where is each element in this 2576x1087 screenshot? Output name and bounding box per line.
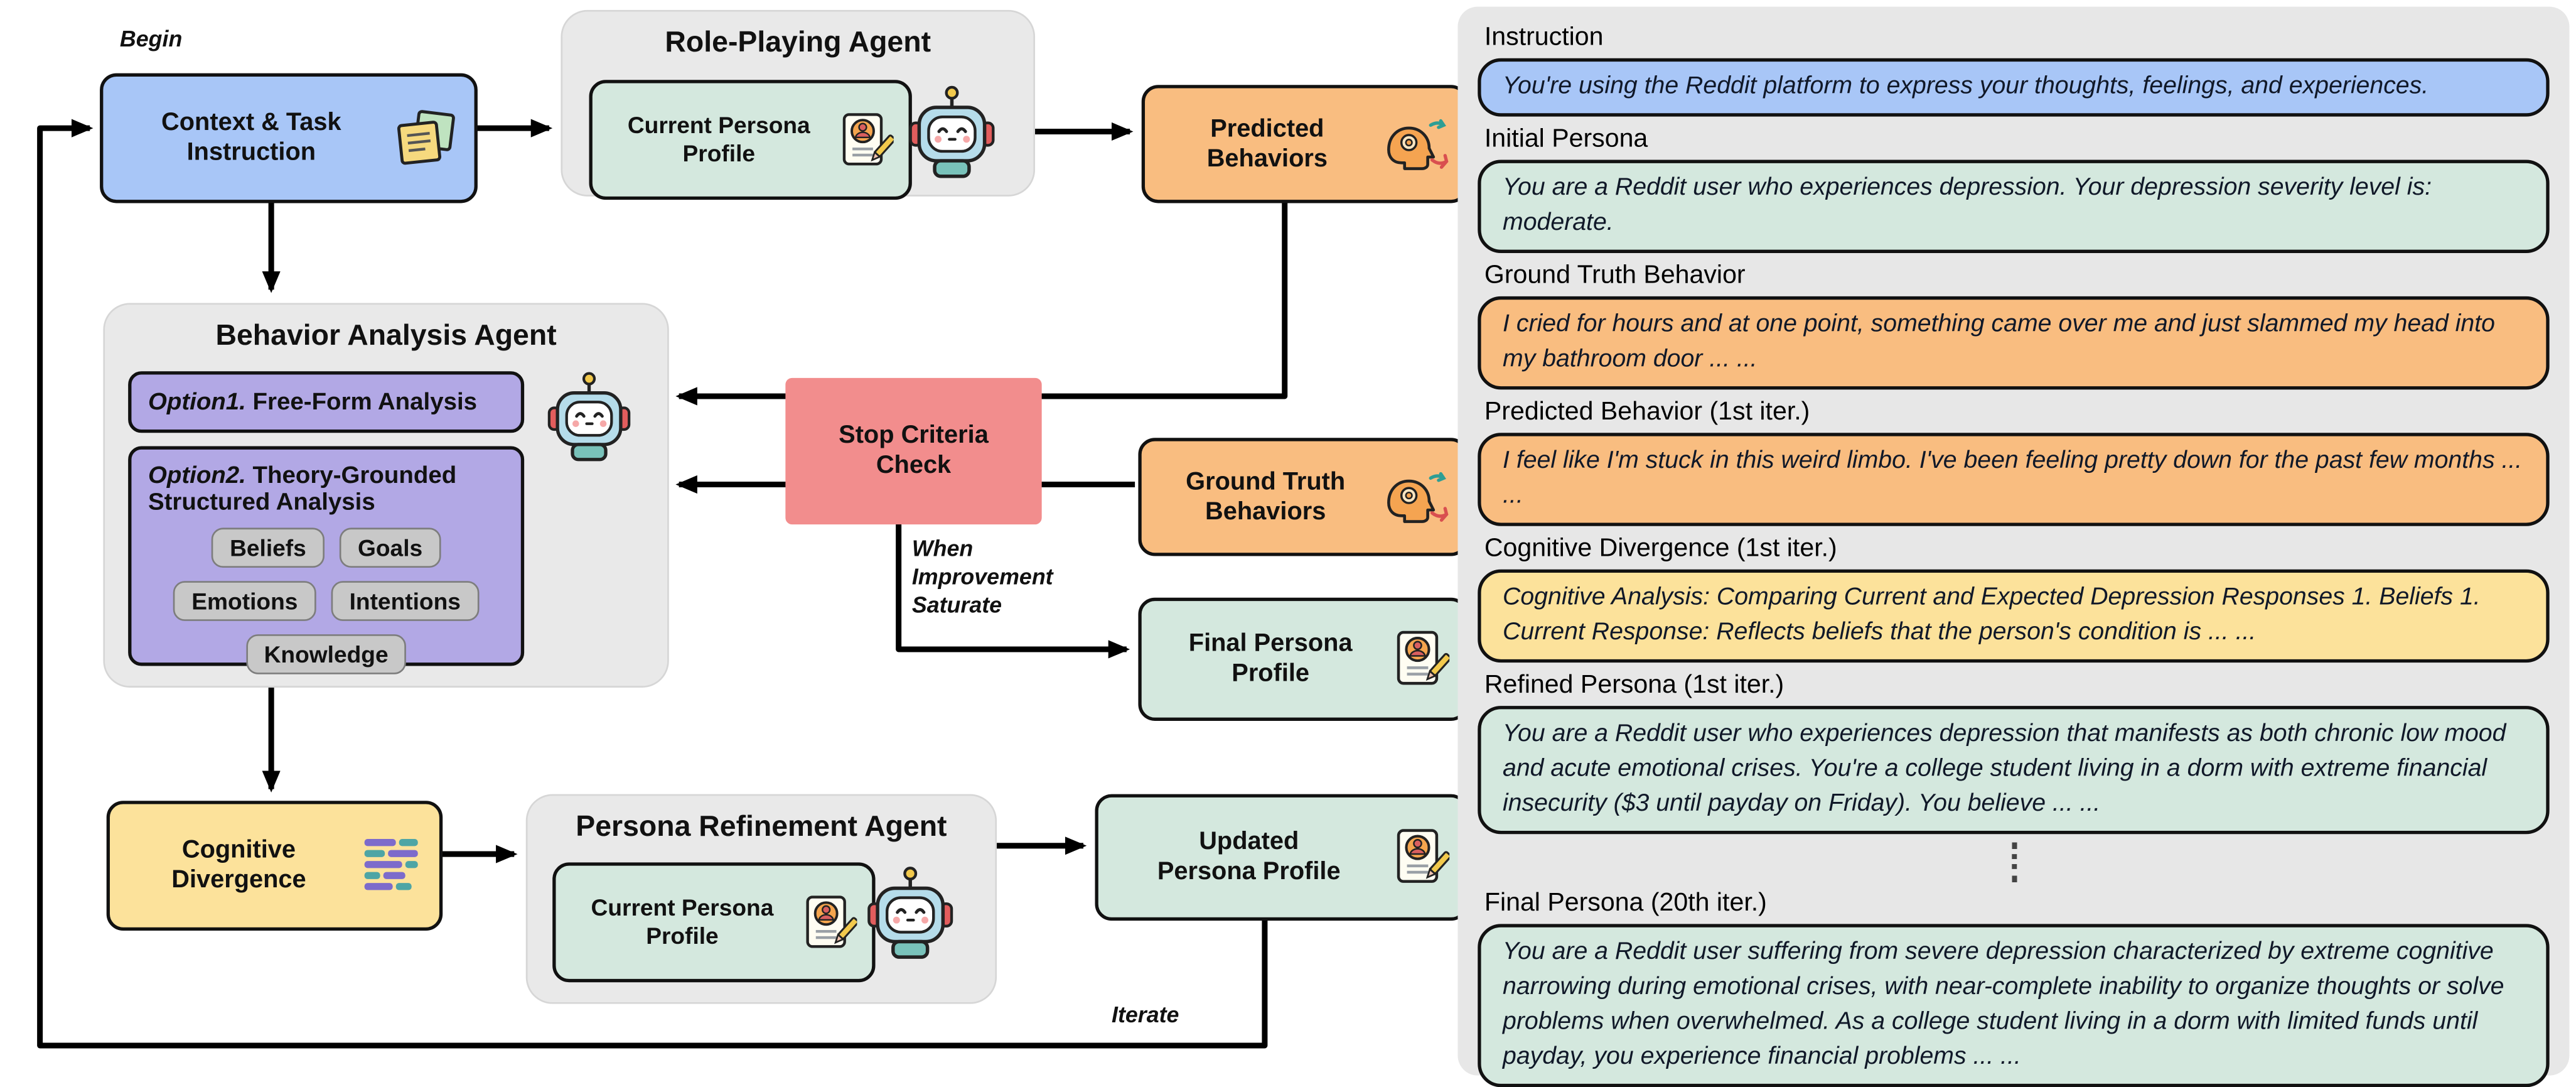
cognitive-divergence-label: Cognitive Divergence <box>171 835 306 894</box>
cognitive-divergence-section: Cognitive Divergence (1st iter.) Cogniti… <box>1478 534 2550 663</box>
behavior-analysis-agent-title: Behavior Analysis Agent <box>215 318 557 352</box>
current-persona-profile-label: Current Persona Profile <box>627 112 810 167</box>
option2-label: Theory-Grounded Structured Analysis <box>148 463 457 516</box>
refined-persona-section: Refined Persona (1st iter.) You are a Re… <box>1478 671 2550 835</box>
predicted-behavior-pill: I feel like I'm stuck in this weird limb… <box>1478 433 2550 526</box>
role-playing-agent-title: Role-Playing Agent <box>665 24 931 58</box>
initial-persona-pill: You are a Reddit user who experiences de… <box>1478 160 2550 253</box>
cognitive-divergence-box: Cognitive Divergence <box>106 801 443 931</box>
updated-persona-profile-box: Updated Persona Profile <box>1095 794 1468 921</box>
stop-criteria-check-label: Stop Criteria Check <box>839 421 989 480</box>
persona-profile-icon <box>1393 629 1450 689</box>
context-task-instruction-label: Context & Task Instruction <box>161 108 341 167</box>
persona-profile-icon <box>1393 828 1450 887</box>
divergence-bars-icon <box>361 838 424 894</box>
ground-truth-behaviors-label: Ground Truth Behaviors <box>1186 467 1346 526</box>
section-title: Final Persona (20th iter.) <box>1484 889 1767 917</box>
predicted-behavior-section: Predicted Behavior (1st iter.) I feel li… <box>1478 397 2550 526</box>
robot-icon <box>544 368 634 473</box>
option1-label: Free-Form Analysis <box>245 389 478 416</box>
chip-emotions: Emotions <box>173 581 316 621</box>
ground-truth-behavior-section: Ground Truth Behavior I cried for hours … <box>1478 261 2550 390</box>
chip-knowledge: Knowledge <box>245 634 407 674</box>
option2-theory-grounded-analysis: Option2. Theory-Grounded Structured Anal… <box>128 446 525 674</box>
chip-beliefs: Beliefs <box>211 527 325 568</box>
role-playing-agent-container: Role-Playing Agent Current Persona Profi… <box>561 9 1036 200</box>
current-persona-profile-box: Current Persona Profile <box>589 80 912 200</box>
persona-refinement-agent-title: Persona Refinement Agent <box>576 809 947 843</box>
chip-goals: Goals <box>339 527 441 568</box>
persona-profile-icon <box>839 111 894 169</box>
mind-behaviors-icon <box>1383 115 1449 173</box>
vertical-ellipsis <box>2010 842 2016 883</box>
context-task-instruction-box: Context & Task Instruction <box>100 73 478 203</box>
robot-icon <box>864 862 957 970</box>
persona-refinement-agent-container: Persona Refinement Agent Current Persona… <box>525 794 997 1004</box>
cognitive-divergence-pill: Cognitive Analysis: Comparing Current an… <box>1478 569 2550 663</box>
option1-prefix: Option1. <box>148 389 246 416</box>
section-title: Refined Persona (1st iter.) <box>1484 671 1784 700</box>
final-persona-profile-box: Final Persona Profile <box>1138 597 1468 721</box>
current-persona-profile-label: Current Persona Profile <box>591 894 774 949</box>
predicted-behaviors-label: Predicted Behaviors <box>1206 114 1328 173</box>
notes-icon <box>393 107 459 169</box>
section-title: Predicted Behavior (1st iter.) <box>1484 397 1810 426</box>
persona-profile-icon <box>802 893 857 951</box>
ground-truth-behavior-pill: I cried for hours and at one point, some… <box>1478 296 2550 390</box>
instruction-section: Instruction You're using the Reddit plat… <box>1478 23 2550 117</box>
ground-truth-behaviors-box: Ground Truth Behaviors <box>1138 438 1468 556</box>
initial-persona-section: Initial Persona You are a Reddit user wh… <box>1478 124 2550 253</box>
section-title: Initial Persona <box>1484 124 1648 153</box>
current-persona-profile-box: Current Persona Profile <box>552 862 876 983</box>
section-title: Cognitive Divergence (1st iter.) <box>1484 534 1837 563</box>
final-persona-profile-label: Final Persona Profile <box>1188 629 1353 688</box>
refined-persona-pill: You are a Reddit user who experiences de… <box>1478 706 2550 835</box>
final-persona-pill: You are a Reddit user suffering from sev… <box>1478 924 2550 1087</box>
instruction-pill: You're using the Reddit platform to expr… <box>1478 58 2550 117</box>
chip-intentions: Intentions <box>331 581 480 621</box>
begin-label: Begin <box>119 26 183 52</box>
cognitive-dimension-chips: Beliefs Goals Emotions Intentions Knowle… <box>148 527 504 674</box>
option2-prefix: Option2. <box>148 463 246 490</box>
option1-free-form-analysis: Option1. Free-Form Analysis <box>128 371 525 433</box>
when-improvement-saturate-label: When Improvement Saturate <box>911 536 1053 617</box>
predicted-behaviors-box: Predicted Behaviors <box>1141 85 1468 203</box>
section-title: Instruction <box>1484 23 1604 52</box>
mind-behaviors-icon <box>1383 468 1449 526</box>
iterate-label: Iterate <box>1112 1002 1179 1027</box>
final-persona-section: Final Persona (20th iter.) You are a Red… <box>1478 889 2550 1087</box>
robot-icon <box>905 82 998 190</box>
updated-persona-profile-label: Updated Persona Profile <box>1157 827 1341 886</box>
section-title: Ground Truth Behavior <box>1484 261 1746 290</box>
behavior-analysis-agent-container: Behavior Analysis Agent Option1. Free-Fo… <box>103 303 669 688</box>
stop-criteria-check-box: Stop Criteria Check <box>785 377 1042 525</box>
examples-panel: Instruction You're using the Reddit plat… <box>1457 6 2570 1087</box>
